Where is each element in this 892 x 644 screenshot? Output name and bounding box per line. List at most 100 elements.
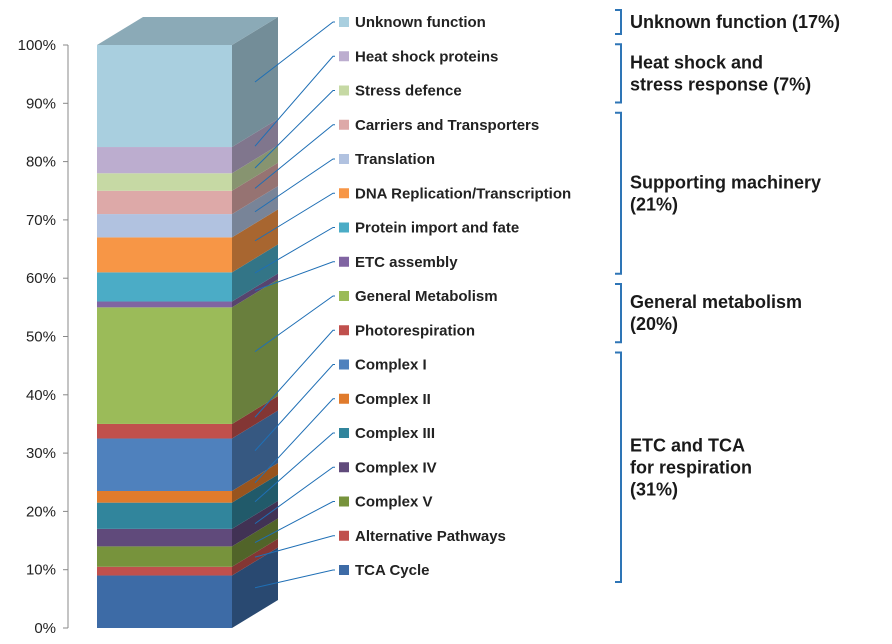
legend-swatch-complex-iii xyxy=(339,428,349,438)
legend-swatch-carriers-and-transporters xyxy=(339,119,349,130)
leader-line-stress-defence xyxy=(254,90,335,169)
bar-segment-translation xyxy=(97,214,232,238)
leader-line-complex-ii xyxy=(254,398,335,484)
group-label: stress response (7%) xyxy=(630,74,811,94)
bar-segment-carriers-and-transporters xyxy=(97,190,232,215)
y-tick-label: 50% xyxy=(26,329,56,346)
bar-segment-photorespiration xyxy=(97,423,232,439)
legend-swatch-etc-assembly xyxy=(339,256,349,267)
leader-line-photorespiration xyxy=(254,329,335,418)
legend-swatch-protein-import-and-fate xyxy=(339,222,349,233)
legend-swatch-complex-i xyxy=(339,359,349,370)
y-tick-label: 100% xyxy=(18,37,56,54)
y-tick-label: 30% xyxy=(26,445,56,462)
bar-segment-protein-import-and-fate xyxy=(97,272,232,302)
legend-swatch-photorespiration xyxy=(339,325,349,336)
group-label: (20%) xyxy=(630,314,678,334)
leader-line-general-metabolism xyxy=(254,295,335,353)
legend-label-complex-v: Complex V xyxy=(355,494,433,511)
legend-label-etc-assembly: ETC assembly xyxy=(355,254,458,271)
legend-swatch-general-metabolism xyxy=(339,291,349,301)
group-label: General metabolism xyxy=(630,292,802,312)
bar-segment-alternative-pathways xyxy=(97,566,232,576)
legend-swatch-complex-v xyxy=(339,496,349,507)
group-label: Supporting machinery xyxy=(630,172,821,192)
bar-stack xyxy=(97,17,278,628)
leader-line-heat-shock-proteins xyxy=(254,55,335,147)
legend-swatch-translation xyxy=(339,154,349,164)
bar-segment-dna-replication-transcription xyxy=(97,237,232,273)
bar-segment-stress-defence xyxy=(97,173,232,191)
legend-label-unknown-function: Unknown function xyxy=(355,14,486,31)
legend-swatch-alternative-pathways xyxy=(339,530,349,541)
y-tick-label: 20% xyxy=(26,503,56,520)
legend-swatch-complex-iv xyxy=(339,462,349,473)
leader-line-etc-assembly xyxy=(254,261,335,291)
group-label: (31%) xyxy=(630,479,678,499)
bar-segment-complex-iv xyxy=(97,528,232,547)
bar-side-general-metabolism xyxy=(232,279,278,424)
legend-label-complex-ii: Complex II xyxy=(355,391,431,408)
legend-label-photorespiration: Photorespiration xyxy=(355,322,475,339)
legend-label-heat-shock-proteins: Heat shock proteins xyxy=(355,48,498,65)
y-tick-label: 0% xyxy=(34,620,56,637)
legend-label-protein-import-and-fate: Protein import and fate xyxy=(355,220,519,237)
leader-line-complex-i xyxy=(254,364,335,452)
leader-line-carriers-and-transporters xyxy=(254,124,335,189)
legend-swatch-unknown-function xyxy=(339,17,349,27)
bar-top-face xyxy=(97,17,278,45)
group-annotations: Unknown function (17%) Heat shock andstre… xyxy=(615,9,840,583)
legend-label-translation: Translation xyxy=(355,151,435,168)
bar-side-complex-iii xyxy=(232,474,278,529)
bar-segment-complex-iii xyxy=(97,502,232,529)
bar-segment-complex-i xyxy=(97,438,232,491)
bar-segment-unknown-function xyxy=(97,45,232,148)
legend-swatch-heat-shock-proteins xyxy=(339,51,349,62)
y-tick-label: 60% xyxy=(26,270,56,287)
y-tick-label: 10% xyxy=(26,562,56,579)
bar-segment-complex-ii xyxy=(97,490,232,503)
leader-line-unknown-function xyxy=(254,21,335,83)
group-bracket xyxy=(615,351,622,583)
legend-swatch-tca-cycle xyxy=(339,565,349,575)
legend-label-general-metabolism: General Metabolism xyxy=(355,288,498,305)
legend-label-carriers-and-transporters: Carriers and Transporters xyxy=(355,117,539,134)
group-bracket xyxy=(615,9,622,35)
leader-line-complex-iv xyxy=(254,466,335,525)
legend-label-stress-defence: Stress defence xyxy=(355,83,462,100)
bar-side-translation xyxy=(232,186,278,238)
leader-line-complex-iii xyxy=(254,432,335,503)
group-bracket xyxy=(615,43,622,104)
y-tick-label: 90% xyxy=(26,95,56,112)
bar-segment-tca-cycle xyxy=(97,575,232,628)
legend-swatch-stress-defence xyxy=(339,85,349,96)
bar-segment-heat-shock-proteins xyxy=(97,147,232,174)
leader-line-translation xyxy=(254,158,335,213)
bar-segment-general-metabolism xyxy=(97,307,232,424)
group-label: for respiration xyxy=(630,457,752,477)
group-label: (21%) xyxy=(630,194,678,214)
leader-line-alternative-pathways xyxy=(254,535,335,558)
legend-swatch-dna-replication-transcription xyxy=(339,188,349,199)
legend-label-tca-cycle: TCA Cycle xyxy=(355,562,429,579)
group-label: ETC and TCA xyxy=(630,435,745,455)
y-tick-label: 70% xyxy=(26,212,56,229)
y-tick-label: 80% xyxy=(26,154,56,171)
bar-segment-complex-v xyxy=(97,546,232,567)
legend-label-alternative-pathways: Alternative Pathways xyxy=(355,528,506,545)
bar-segment-etc-assembly xyxy=(97,301,232,308)
leader-line-dna-replication-transcription xyxy=(254,192,335,242)
group-bracket xyxy=(615,283,622,344)
legend-label-complex-iv: Complex IV xyxy=(355,459,437,476)
legend-label-dna-replication-transcription: DNA Replication/Transcription xyxy=(355,185,571,202)
leader-line-protein-import-and-fate xyxy=(254,227,335,274)
leader-line-complex-v xyxy=(254,501,335,544)
legend-swatch-complex-ii xyxy=(339,393,349,404)
group-label: Unknown function (17%) xyxy=(630,12,840,32)
group-label: Heat shock and xyxy=(630,52,763,72)
y-axis: 0% 10% 20% 30% 40% 50% 60% 70% 80% 90% 100% xyxy=(18,37,69,637)
y-tick-label: 40% xyxy=(26,387,56,404)
leader-line-tca-cycle xyxy=(254,569,335,589)
group-bracket xyxy=(615,111,622,275)
